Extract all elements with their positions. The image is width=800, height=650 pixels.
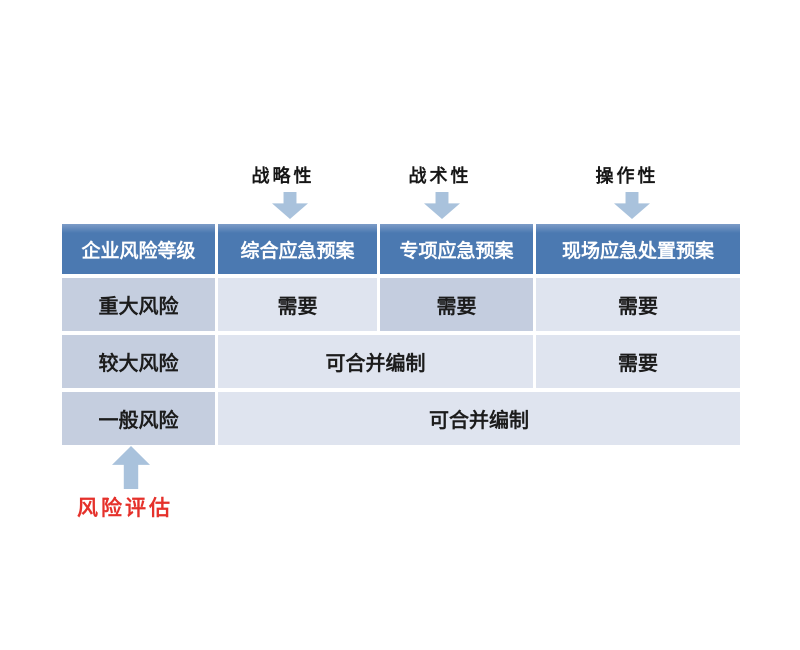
cell-major-onsite: 需要 (536, 278, 740, 331)
cell-larger-merged: 可合并编制 (218, 335, 533, 388)
down-arrow-icon (614, 192, 650, 219)
risk-assessment-label: 风险评估 (77, 495, 173, 520)
down-arrow-icon (424, 192, 460, 219)
up-arrow-icon (112, 446, 150, 489)
plan-type-label-operational: 操作性 (595, 166, 659, 187)
down-arrow-icon (272, 192, 308, 219)
row-label-major-risk: 重大风险 (62, 278, 215, 331)
plan-type-label-tactical: 战术性 (408, 166, 472, 187)
row-label-general-risk: 一般风险 (62, 392, 215, 445)
cell-major-special: 需要 (380, 278, 533, 331)
header-cell-special-plan: 专项应急预案 (380, 224, 533, 274)
risk-plan-table: 企业风险等级 综合应急预案 专项应急预案 现场应急处置预案 重大风险 需要 需要… (62, 224, 740, 445)
plan-type-label-strategic: 战略性 (251, 166, 315, 187)
cell-general-merged: 可合并编制 (218, 392, 740, 445)
header-cell-comprehensive-plan: 综合应急预案 (218, 224, 377, 274)
row-label-larger-risk: 较大风险 (62, 335, 215, 388)
cell-major-comprehensive: 需要 (218, 278, 377, 331)
header-cell-risk-level: 企业风险等级 (62, 224, 215, 274)
cell-larger-onsite: 需要 (536, 335, 740, 388)
header-cell-onsite-plan: 现场应急处置预案 (536, 224, 740, 274)
